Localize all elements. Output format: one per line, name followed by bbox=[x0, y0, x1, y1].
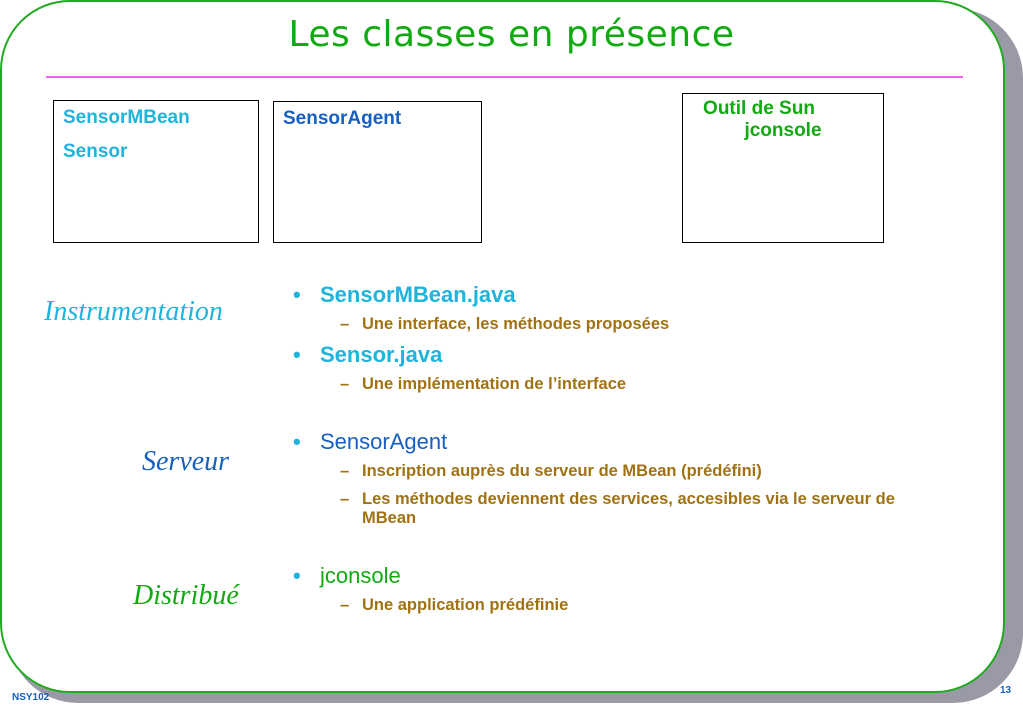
sub-bullet-item: –Les méthodes deviennent des services, a… bbox=[340, 490, 920, 528]
dash-glyph: – bbox=[340, 462, 350, 480]
sub-bullet-item: –Inscription auprès du serveur de MBean … bbox=[340, 462, 762, 481]
side-label-distribue: Distribué bbox=[133, 580, 239, 611]
side-label-serveur: Serveur bbox=[142, 446, 230, 477]
bullet-glyph: • bbox=[293, 563, 301, 588]
footer-page-number: 13 bbox=[1000, 685, 1012, 696]
box-label-outil-de-sun: Outil de Sun bbox=[703, 98, 815, 119]
dash-glyph: – bbox=[340, 490, 350, 508]
title-divider bbox=[46, 76, 963, 78]
box-label-sensor: Sensor bbox=[63, 141, 128, 162]
jconsole-box: Outil de Sun jconsole bbox=[682, 93, 884, 243]
sub-bullet-text: Les méthodes deviennent des services, ac… bbox=[362, 490, 895, 527]
box-label-jconsole: jconsole bbox=[744, 120, 822, 141]
bullet-item: • jconsole bbox=[293, 563, 401, 589]
sensor-classes-box: SensorMBean Sensor bbox=[53, 100, 259, 243]
sub-bullet-item: –Une application prédéfinie bbox=[340, 596, 568, 615]
dash-glyph: – bbox=[340, 315, 350, 333]
sub-bullet-text: Une interface, les méthodes proposées bbox=[362, 315, 670, 333]
sensoragent-box: SensorAgent bbox=[273, 101, 482, 243]
bullet-item: • SensorMBean.java bbox=[293, 282, 516, 308]
box-label-sensormbean: SensorMBean bbox=[63, 107, 190, 128]
bullet-label: jconsole bbox=[320, 563, 401, 588]
bullet-item: • Sensor.java bbox=[293, 342, 442, 368]
bullet-glyph: • bbox=[293, 282, 301, 307]
sub-bullet-item: –Une implémentation de l’interface bbox=[340, 375, 626, 394]
dash-glyph: – bbox=[340, 596, 350, 614]
side-label-instrumentation: Instrumentation bbox=[44, 296, 223, 327]
bullet-glyph: • bbox=[293, 429, 301, 454]
bullet-label: SensorMBean.java bbox=[320, 282, 516, 307]
bullet-glyph: • bbox=[293, 342, 301, 367]
sub-bullet-text: Inscription auprès du serveur de MBean (… bbox=[362, 462, 762, 480]
bullet-item: • SensorAgent bbox=[293, 429, 447, 455]
sub-bullet-text: Une implémentation de l’interface bbox=[362, 375, 627, 393]
dash-glyph: – bbox=[340, 375, 350, 393]
slide-title: Les classes en présence bbox=[288, 14, 735, 55]
sub-bullet-item: –Une interface, les méthodes proposées bbox=[340, 315, 669, 334]
box-label-sensoragent: SensorAgent bbox=[283, 108, 402, 129]
bullet-label: SensorAgent bbox=[320, 429, 448, 454]
footer-course-code: NSY102 bbox=[12, 692, 50, 703]
bullet-label: Sensor.java bbox=[320, 342, 443, 367]
sub-bullet-text: Une application prédéfinie bbox=[362, 596, 569, 614]
